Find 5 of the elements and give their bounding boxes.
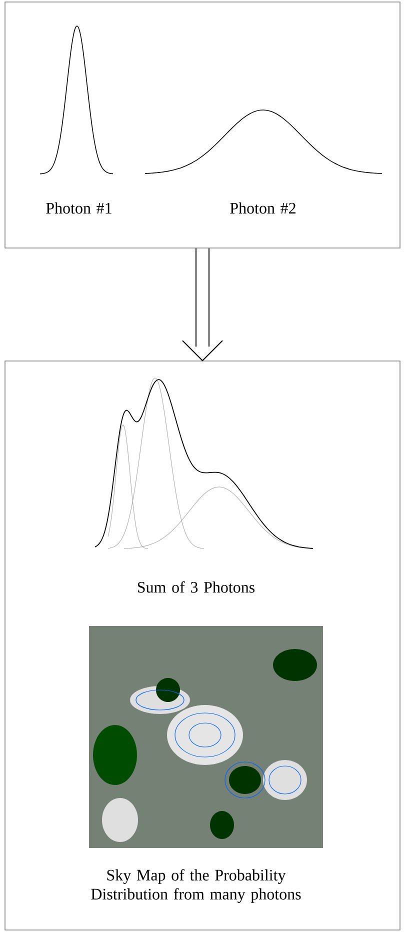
node-label: Sum of 3 Photons xyxy=(138,581,255,593)
node-label: Photon #2 xyxy=(230,202,296,214)
node-label: Sky Map of the Probability Distribution from many photons xyxy=(91,869,301,903)
arrow xyxy=(182,248,223,362)
node-label: Photon #1 xyxy=(46,202,112,214)
